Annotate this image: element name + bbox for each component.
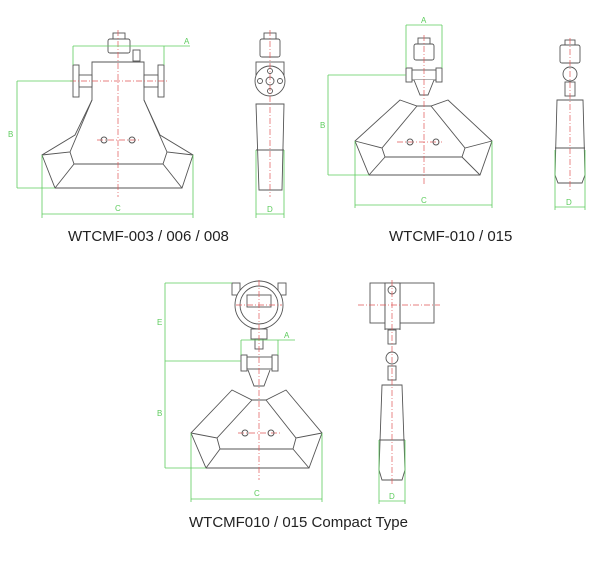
caption-wtcmf-010: WTCMF-010 / 015 <box>389 228 513 245</box>
dim-label-c: C <box>421 196 427 205</box>
dim-label-b: B <box>8 130 13 139</box>
view-010-front: A B C <box>320 16 493 208</box>
dim-label-a: A <box>184 37 190 46</box>
view-compact-side: D <box>358 280 440 504</box>
view-compact-front: A E B C <box>157 280 323 502</box>
view-010-side: D <box>554 38 586 210</box>
dim-label-d: D <box>389 492 395 501</box>
dim-label-c: C <box>115 204 121 213</box>
caption-wtcmf-compact: WTCMF010 / 015 Compact Type <box>189 514 408 531</box>
dim-label-d: D <box>267 205 273 214</box>
caption-wtcmf-003: WTCMF-003 / 006 / 008 <box>68 228 229 245</box>
dim-label-b: B <box>157 409 162 418</box>
dim-label-d: D <box>566 198 572 207</box>
dim-label-e: E <box>157 318 162 327</box>
dim-label-a: A <box>284 331 290 340</box>
dim-label-a: A <box>421 16 427 25</box>
view-003-side: D <box>254 30 286 218</box>
dim-label-c: C <box>254 489 260 498</box>
view-003-front: A B C <box>8 30 194 218</box>
dim-label-b: B <box>320 121 325 130</box>
